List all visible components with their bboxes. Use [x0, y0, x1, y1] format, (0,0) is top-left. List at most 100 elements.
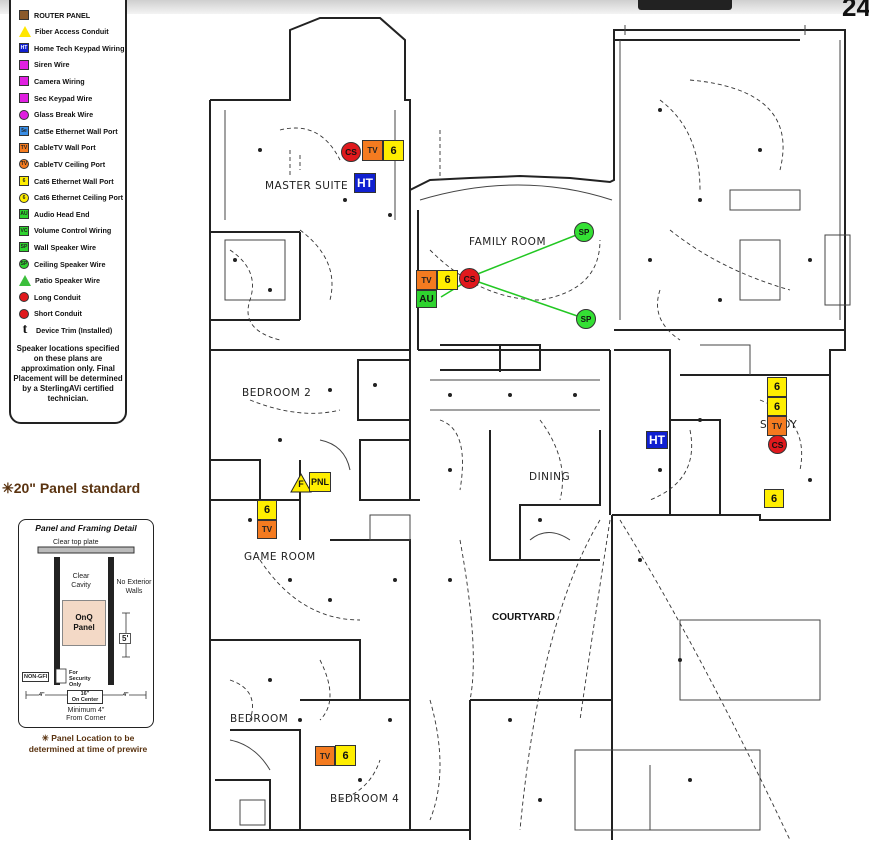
onq-panel-line2: Panel: [73, 623, 95, 632]
wall-speaker-icon: SP: [19, 242, 29, 253]
panel-location-note: ✳ Panel Location to be determined at tim…: [18, 733, 158, 755]
clear-cavity-label: Clear Cavity: [71, 573, 91, 589]
siren-wire-icon: [19, 59, 29, 70]
legend-item-cat6wall: 6 Cat6 Ethernet Wall Port: [19, 174, 114, 188]
legend-item-cat5e: 5e Cat5e Ethernet Wall Port: [19, 124, 118, 138]
minimum-line2: From Corner: [66, 715, 106, 722]
panel-star-icon: ✳: [2, 480, 14, 496]
viewer-toolbar-button[interactable]: [638, 0, 732, 10]
legend-label: CableTV Wall Port: [34, 143, 96, 153]
legend-label: Cat6 Ethernet Ceiling Port: [34, 193, 124, 203]
router-panel-marker: PNL: [309, 472, 331, 492]
cat6-wall-port-marker: 6: [335, 745, 356, 766]
legend-label: Sec Keypad Wire: [34, 93, 93, 103]
panel-standard-heading: ✳20" Panel standard: [2, 480, 140, 497]
legend-label: Volume Control Wiring: [34, 226, 112, 236]
panel-standard-text: 20" Panel standard: [13, 480, 141, 496]
onq-panel-line1: OnQ: [75, 613, 93, 622]
cabletv-ceiling-port-icon: TV: [19, 159, 29, 170]
volume-control-icon: VC: [19, 225, 29, 236]
center-spacing-label: 16": [80, 691, 90, 697]
no-exterior-walls-label: No Exterior Walls: [116, 579, 152, 595]
router-panel-icon: [19, 10, 29, 20]
minimum-line1: Minimum 4": [67, 707, 105, 714]
for-security-label: For Security Only: [69, 670, 91, 688]
legend-item-fiber: Fiber Access Conduit: [19, 25, 109, 39]
on-center-spacing: 16" On Center: [67, 690, 103, 704]
home-tech-keypad-marker: HT: [354, 173, 376, 193]
room-label-dining: DINING: [529, 471, 571, 483]
clear-top-plate-label: Clear top plate: [53, 539, 99, 546]
fiber-conduit-icon: [19, 26, 31, 38]
legend-item-long: Long Conduit: [19, 290, 81, 304]
home-tech-keypad-marker: HT: [646, 431, 668, 449]
cat6-wall-port-icon: 6: [19, 176, 29, 186]
long-conduit-icon: [19, 292, 29, 303]
minimum-corner-note: Minimum 4" From Corner: [19, 707, 153, 723]
patio-speaker-icon: [19, 275, 31, 287]
legend-item-short: Short Conduit: [19, 307, 82, 321]
legend-label: Cat5e Ethernet Wall Port: [34, 126, 118, 136]
cat6-wall-port-marker: 6: [437, 270, 458, 290]
legend-label: Patio Speaker Wire: [35, 276, 101, 286]
cat6-ceiling-port-icon: 6: [19, 192, 29, 203]
legend-item-router: ROUTER PANEL: [19, 8, 90, 22]
legend-label: Siren Wire: [34, 60, 70, 70]
page-number: 24: [842, 0, 869, 22]
room-label-bedroom-4: BEDROOM 4: [330, 793, 400, 805]
legend-item-cat6ceil: 6 Cat6 Ethernet Ceiling Port: [19, 191, 123, 205]
cat5e-port-icon: 5e: [19, 126, 29, 137]
cat6-wall-port-marker: 6: [257, 500, 277, 520]
non-gfi-label: NON-GFI: [22, 672, 50, 682]
legend-item-ht: HT Home Tech Keypad Wiring: [19, 41, 124, 55]
audio-head-end-marker: AU: [416, 290, 437, 308]
ceiling-speaker-icon: SP: [19, 259, 29, 269]
legend-item-glass: Glass Break Wire: [19, 108, 93, 122]
cat6-wall-port-marker: 6: [767, 397, 787, 416]
wall-speaker-marker: SP: [576, 309, 596, 329]
cabletv-wall-port-marker: TV: [257, 520, 277, 539]
room-label-bedroom: BEDROOM: [230, 713, 289, 725]
fiber-marker-label: F: [298, 479, 304, 489]
framing-detail-title: Panel and Framing Detail: [35, 523, 137, 533]
cat6-wall-port-marker: 6: [767, 377, 787, 397]
sec-keypad-icon: [19, 93, 29, 103]
prewire-star-icon: ✳: [41, 733, 49, 743]
legend-label: Wall Speaker Wire: [34, 242, 96, 252]
home-tech-keypad-icon: HT: [19, 43, 29, 54]
legend-label: Short Conduit: [34, 309, 82, 319]
panel-location-text: Panel Location to be determined at time …: [28, 733, 148, 754]
wall-speaker-marker: SP: [574, 222, 594, 242]
right-spacing-label: 4": [123, 692, 129, 698]
legend-label: Long Conduit: [34, 292, 81, 302]
legend-item-seckey: Sec Keypad Wire: [19, 91, 92, 105]
cat6-wall-port-marker: 6: [383, 140, 404, 161]
cabletv-wall-port-marker: TV: [362, 140, 383, 161]
legend-item-patio: Patio Speaker Wire: [19, 274, 100, 288]
speaker-placement-note: Speaker locations specified on these pla…: [13, 344, 123, 403]
legend-item-wallsp: SP Wall Speaker Wire: [19, 240, 96, 254]
device-trim-icon: t: [22, 322, 28, 338]
legend-label: CableTV Ceiling Port: [34, 159, 106, 169]
fiber-access-conduit-marker: F: [290, 472, 312, 493]
cabletv-wall-port-marker: TV: [767, 416, 787, 436]
panel-framing-detail: Panel and Framing Detail Clear top plate…: [18, 519, 154, 728]
glass-break-icon: [19, 109, 29, 120]
legend-label: Cat6 Ethernet Wall Port: [34, 176, 114, 186]
room-label-master-suite: MASTER SUITE: [265, 180, 349, 192]
legend-label: Home Tech Keypad Wiring: [34, 43, 125, 53]
room-label-bedroom-2: BEDROOM 2: [242, 387, 312, 399]
short-conduit-marker: CS: [768, 435, 787, 454]
cabletv-wall-port-marker: TV: [416, 270, 437, 290]
legend-label: Glass Break Wire: [34, 110, 94, 120]
legend-item-tvceil: TV CableTV Ceiling Port: [19, 157, 105, 171]
area-label-courtyard: COURTYARD: [492, 612, 555, 623]
room-label-family-room: FAMILY ROOM: [469, 236, 547, 248]
